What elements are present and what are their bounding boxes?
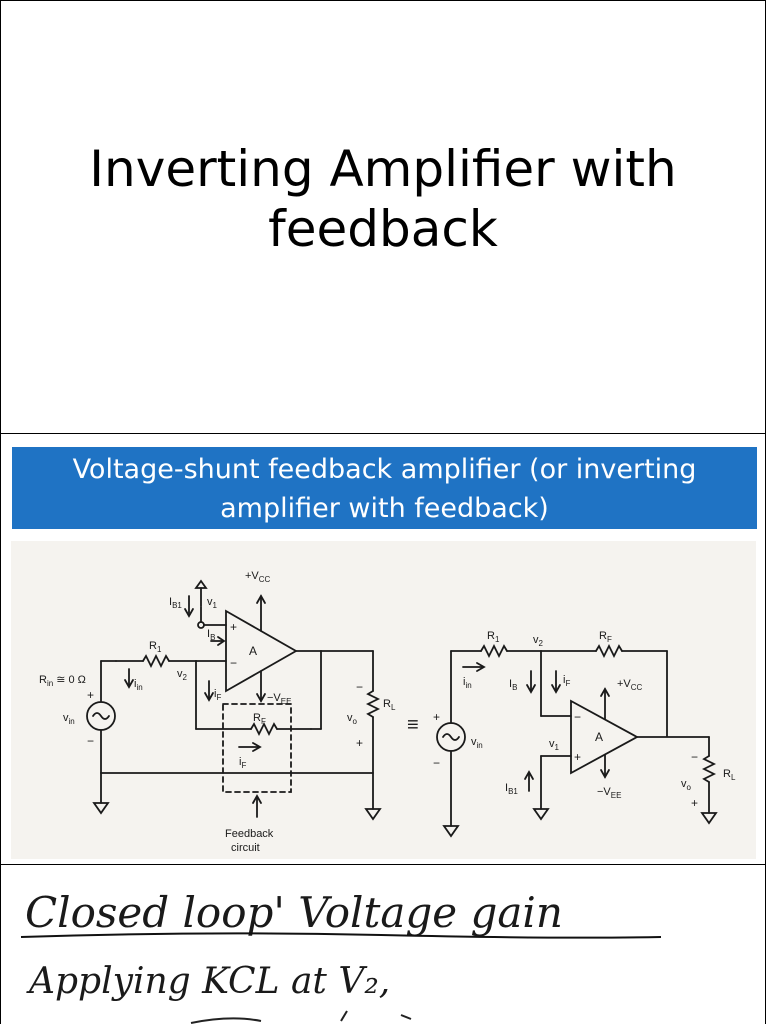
left-rl-resistor [365, 690, 381, 718]
right-minus-in: − [574, 710, 581, 724]
left-rl-label: RL [383, 698, 396, 712]
left-ib-label: IB [207, 628, 215, 642]
right-rf-label: RF [599, 630, 612, 644]
left-ib1-label: IB1 [169, 596, 182, 610]
right-vin-label: vin [471, 736, 483, 750]
left-src-minus: − [87, 734, 94, 748]
right-plus-in: + [574, 750, 581, 764]
left-v2-label: v2 [177, 668, 188, 682]
left-ground-out-icon [364, 808, 382, 821]
left-rf-resistor [250, 721, 278, 737]
right-rl-resistor [701, 755, 717, 783]
slide-3: Closed loop' Voltage gain Applying KCL a… [0, 864, 766, 1024]
right-ib1-label: IB1 [505, 782, 518, 796]
right-vee-label: −VEE [597, 786, 621, 800]
slide-2: Voltage-shunt feedback amplifier (or inv… [0, 433, 766, 865]
circuit-figure: +VCC IB1 v1 + − IB A R1 v2 Rin≅ 0 Ω iin … [11, 541, 756, 859]
right-circuit [436, 643, 718, 838]
right-src-minus: − [433, 756, 440, 770]
right-out-plus: + [691, 796, 698, 810]
slide-banner: Voltage-shunt feedback amplifier (or inv… [12, 447, 757, 529]
right-opamp [570, 699, 639, 775]
left-out-plus: + [356, 736, 363, 750]
left-src-plus: + [87, 688, 94, 702]
left-vee-label: −VEE [267, 692, 291, 706]
right-ground-ninv-icon [532, 808, 550, 821]
left-feedback-label-1: Feedback [225, 828, 274, 840]
right-r1-resistor [480, 643, 508, 659]
right-iin-label: iin [463, 676, 472, 690]
right-r1-label: R1 [487, 630, 500, 644]
left-ground-in-icon [92, 802, 110, 815]
slide-title: Inverting Amplifier with feedback [89, 140, 677, 258]
right-ground-in-icon [442, 825, 460, 838]
left-r1-resistor [142, 653, 170, 669]
right-vcc-label: +VCC [617, 678, 643, 692]
left-vcc-label: +VCC [245, 570, 271, 584]
right-v2-label: v2 [533, 634, 544, 648]
left-vin-label: vin [63, 712, 75, 726]
right-src-plus: + [433, 710, 440, 724]
left-rf-label: RF [253, 712, 266, 726]
right-amp-label: A [595, 730, 603, 744]
left-if-bot-label: iF [239, 756, 246, 770]
left-plus-in: + [230, 620, 237, 634]
right-ib-label: IB [509, 678, 517, 692]
left-v1-label: v1 [207, 596, 218, 610]
left-vo-label: vo [347, 712, 358, 726]
handwritten-fragment [190, 1010, 412, 1024]
right-rl-label: RL [723, 768, 736, 782]
slide-1: Inverting Amplifier with feedback [0, 0, 766, 434]
left-rin-label: Rin≅ 0 Ω [39, 674, 86, 688]
right-ground-out-icon [700, 812, 718, 825]
right-v1-label: v1 [549, 738, 560, 752]
left-minus-in: − [230, 656, 237, 670]
left-iin-label: iin [134, 678, 143, 692]
left-if-label: iF [214, 688, 221, 702]
left-amp-label: A [249, 644, 257, 658]
left-r1-label: R1 [149, 640, 162, 654]
left-ground-top-icon [194, 579, 208, 589]
equivalence-symbol: ≡ [407, 714, 419, 736]
right-vo-label: vo [681, 778, 692, 792]
left-out-minus: − [356, 680, 363, 694]
right-rf-resistor [595, 643, 623, 659]
left-circuit [86, 579, 382, 821]
handwritten-underline [20, 932, 662, 939]
right-if-label: iF [563, 674, 570, 688]
left-feedback-label-2: circuit [231, 842, 260, 854]
feedback-box [222, 703, 292, 793]
right-out-minus: − [691, 750, 698, 764]
handwritten-heading: Closed loop' Voltage gain [25, 888, 563, 937]
handwritten-kcl-line: Applying KCL at V₂, [26, 961, 390, 1002]
